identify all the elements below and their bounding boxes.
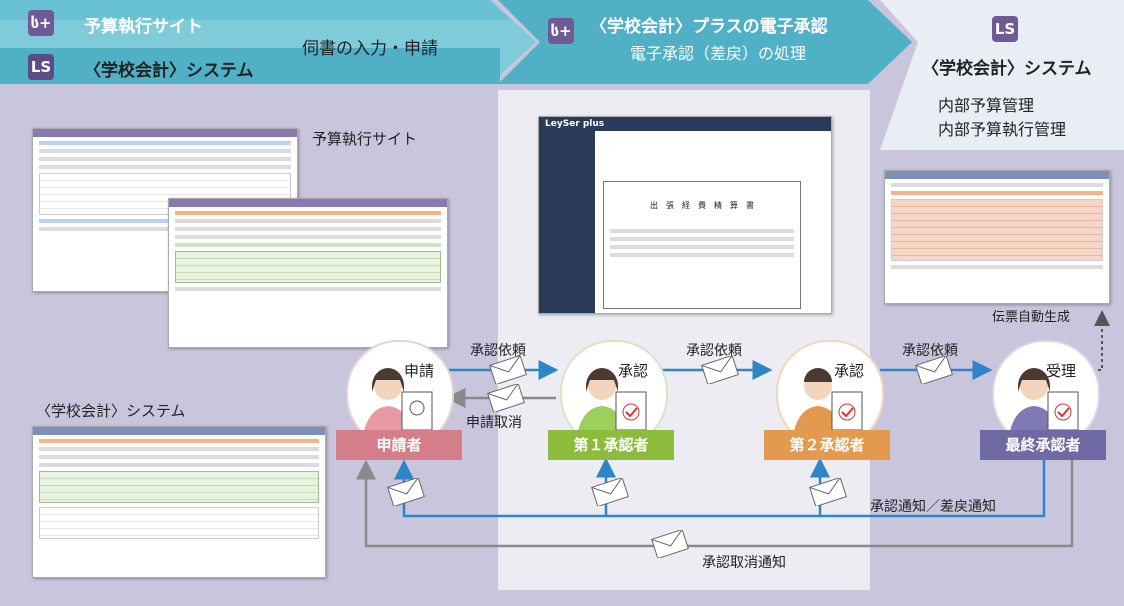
envelope-icon: [809, 478, 847, 506]
auto-slip-label: 伝票自動生成: [992, 310, 1071, 325]
arrow-cancel-notify: [356, 459, 1074, 548]
mid-title: 〈学校会計〉プラスの電子承認: [590, 17, 828, 37]
applicant-role: 申請者: [336, 430, 462, 460]
edge-notify: 承認通知／差戻通知: [870, 499, 996, 515]
envelope-icon: [487, 384, 525, 412]
edge-request-2: 承認依頼: [686, 343, 742, 359]
school-system-screenshot: [32, 426, 326, 578]
banner-mid: [498, 0, 912, 84]
school-system-title: 〈学校会計〉システム: [84, 61, 254, 81]
edge-request-1: 承認依頼: [470, 343, 526, 359]
edge-cancel-notify: 承認取消通知: [702, 555, 786, 571]
leyser-brand: LeySer plus: [539, 117, 831, 131]
right-item-1: 内部予算管理: [938, 96, 1035, 115]
right-title: 〈学校会計〉システム: [922, 59, 1092, 79]
envelope-icon: [489, 356, 527, 384]
approver2-role: 第２承認者: [764, 430, 890, 460]
budget-site-title: 予算執行サイト: [84, 17, 203, 37]
envelope-icon: [915, 356, 953, 384]
banner-right: [880, 0, 1124, 150]
envelope-icon: [591, 478, 629, 506]
school-system-label: 〈学校会計〉システム: [36, 402, 186, 420]
envelope-icon: [387, 478, 425, 506]
budget-site-logo: ს+: [28, 10, 54, 36]
school-system-logo: LS: [28, 54, 54, 80]
approver1-icon-label: 承認: [618, 362, 649, 380]
input-apply-label: 伺書の入力・申請: [302, 39, 438, 59]
edge-cancel: 申請取消: [466, 415, 522, 431]
expense-document: 出 張 経 費 精 算 書: [603, 181, 801, 309]
mid-logo: ს+: [548, 18, 574, 44]
banner-left-stripe: [0, 0, 512, 20]
final-icon-label: 受理: [1046, 362, 1077, 380]
header-banner: [0, 0, 1124, 150]
budget-site-screenshot-2: [168, 198, 448, 348]
approver1-role: 第１承認者: [548, 430, 674, 460]
document-title: 出 張 経 費 精 算 書: [650, 201, 754, 210]
banner-left-bottom: [0, 48, 500, 84]
envelope-icon: [651, 530, 689, 558]
budget-site-label: 予算執行サイト: [312, 130, 418, 148]
final-approver-role: 最終承認者: [980, 430, 1106, 460]
leyser-sidebar: [539, 131, 595, 313]
applicant-icon-label: 申請: [404, 362, 435, 380]
auto-slip-screenshot: [884, 170, 1110, 304]
leyser-plus-screenshot: LeySer plus 出 張 経 費 精 算 書: [538, 116, 832, 314]
right-item-2: 内部予算執行管理: [938, 120, 1067, 139]
approver2-icon-label: 承認: [834, 362, 865, 380]
right-logo: LS: [992, 16, 1018, 42]
arrow-auto-slip: [1086, 310, 1110, 371]
envelope-icon: [701, 356, 739, 384]
edge-request-3: 承認依頼: [902, 343, 958, 359]
person-icon: [1008, 368, 1079, 442]
mid-subtitle: 電子承認（差戻）の処理: [630, 44, 807, 63]
